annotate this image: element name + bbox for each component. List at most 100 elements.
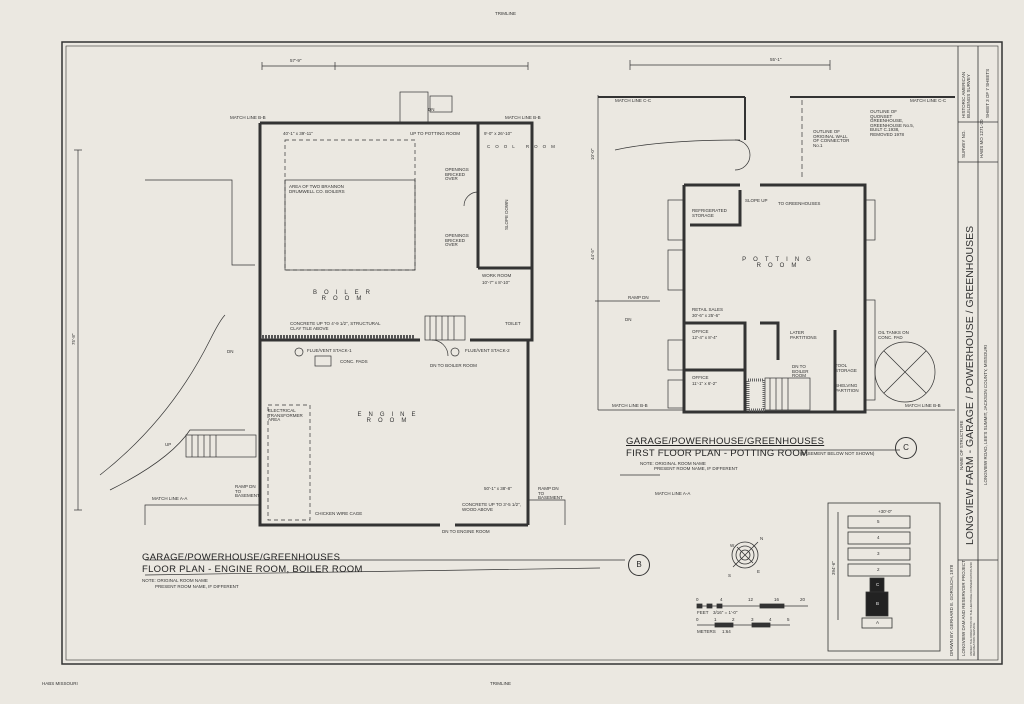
plan-b-note: PRESENT ROOM NAME, IF DIFFERENT xyxy=(155,584,239,589)
label: MATCH LINE C-C xyxy=(910,98,947,103)
label: OPENINGS BRICKED OVER xyxy=(445,167,469,181)
label: UP TO POTTING ROOM xyxy=(410,131,461,136)
compass-s: S xyxy=(728,573,732,578)
sheet-border xyxy=(61,41,1003,665)
label: 12'-4" x 8'-4" xyxy=(692,335,718,340)
label: OFFICE xyxy=(692,375,709,380)
label: 50'-1" x 38'-8" xyxy=(484,486,512,491)
label: CONC. PADS xyxy=(340,359,368,364)
plan-c-note: NOTE: ORIGINAL ROOM NAME xyxy=(640,461,706,466)
key-plan-item: 3 xyxy=(877,551,880,556)
north-arrow-icon xyxy=(731,541,759,569)
label: TO GREENHOUSES xyxy=(778,201,821,206)
label: DN TO ENGINE ROOM xyxy=(442,529,490,534)
scale-tick: 5 xyxy=(787,617,790,622)
scale-tick: 12 xyxy=(748,597,754,602)
label: CHICKEN WIRE CAGE xyxy=(315,511,363,516)
plan-b-subtitle: FLOOR PLAN - ENGINE ROOM, BOILER ROOM xyxy=(142,564,363,575)
label: 30'-6" x 25'-6" xyxy=(692,313,720,318)
label: OIL TANKS ON CONC. PAD xyxy=(878,330,909,340)
label: MATCH LINE B-B xyxy=(230,115,266,120)
plan-b-thin-lines xyxy=(74,62,625,576)
plan-c-subtitle: FIRST FLOOR PLAN - POTTING ROOM xyxy=(626,448,809,459)
graphic-scale-bar xyxy=(696,603,808,628)
title-block-project: LONGVIEW DAM AND RESERVOIR PROJECT xyxy=(961,560,966,656)
label: MATCH LINE C-C xyxy=(615,98,652,103)
label: OFFICE xyxy=(692,329,709,334)
label: TOILET xyxy=(505,321,521,326)
title-block-survey-no: HABS MO 1271-20 xyxy=(979,119,984,158)
sheet-border-inner xyxy=(65,45,999,661)
label: 10'-7" x 8'-10" xyxy=(482,280,510,285)
scale-tick: 16 xyxy=(774,597,780,602)
scale-tick: 0 xyxy=(696,597,699,602)
label: ELECTRICAL TRANSFORMER AREA xyxy=(268,408,303,422)
scale-tick: 1 xyxy=(714,617,717,622)
key-plan-item: C xyxy=(876,582,880,587)
plan-c-dim-width: 55'-1" xyxy=(770,57,782,62)
plan-c-title: GARAGE/POWERHOUSE/GREENHOUSES xyxy=(626,436,825,447)
key-plan-item: 2 xyxy=(877,567,880,572)
label: OUTLINE OF ORIGINAL WALL OF CONNECTOR No… xyxy=(813,129,850,148)
scale-feet-label: FEET xyxy=(697,610,709,615)
label: RAMP DN TO BASEMENT xyxy=(235,484,260,498)
scale-tick: 2 xyxy=(732,617,735,622)
title-block-frame xyxy=(957,46,998,660)
plan-b-title: GARAGE/POWERHOUSE/GREENHOUSES xyxy=(142,552,341,563)
scale-meters-label: METERS xyxy=(697,629,716,634)
plan-b-marker: B xyxy=(628,554,650,576)
label: CONCRETE UP TO 4'-9 1/2", STRUCTURAL CLA… xyxy=(290,321,381,331)
label: OPENINGS BRICKED OVER xyxy=(445,233,469,247)
label: WORK ROOM xyxy=(482,273,512,278)
scale-tick: 4 xyxy=(720,597,723,602)
title-block-survey-label: SURVEY NO. xyxy=(961,130,966,158)
scale-tick: 20 xyxy=(800,597,806,602)
label: TOOL STORAGE xyxy=(835,363,857,373)
label: RAMP DN xyxy=(628,295,649,300)
plan-b-dim-width: 57'-9" xyxy=(290,58,302,63)
room-label-potting: POTTING ROOM xyxy=(742,257,818,269)
compass-w: W xyxy=(730,543,735,548)
trimline-top: TRIMLINE xyxy=(495,11,517,16)
key-plan-item: 4 xyxy=(877,535,880,540)
trimline-bottom: TRIMLINE xyxy=(490,681,512,686)
label: DN xyxy=(227,349,234,354)
title-block-project-sub: UNDER THE DIRECTION OF THE HERITAGE CONS… xyxy=(969,562,976,656)
label: AREA OF TWO BRANNON DRUMWELL CO. BOILERS xyxy=(289,184,345,194)
label: LATER PARTITIONS xyxy=(790,330,817,340)
label: MATCH LINE B-B xyxy=(505,115,541,120)
scale-tick: 3 xyxy=(751,617,754,622)
plan-b-note: NOTE: ORIGINAL ROOM NAME xyxy=(142,578,208,583)
key-plan-dim-side: 394'-6" xyxy=(831,561,836,575)
corner-note: HABS MISSOURI xyxy=(42,681,78,686)
title-block-location: LONGVIEW ROAD, LEE'S SUMMIT, JACKSON COU… xyxy=(983,344,988,485)
label: FLUE/VENT STACK-1 xyxy=(307,348,352,353)
title-block-main-title: LONGVIEW FARM - GARAGE / POWERHOUSE / GR… xyxy=(964,225,976,545)
label: 9'-0" x 26'-10" xyxy=(484,131,512,136)
key-plan-dim: +30'-0" xyxy=(878,509,893,514)
plan-c-walls xyxy=(682,183,867,414)
label: 11'-1" x 6'-2" xyxy=(692,381,717,386)
label: COOL ROOM xyxy=(487,144,560,149)
label: FLUE/VENT STACK-2 xyxy=(465,348,510,353)
scale-tick: 4 xyxy=(769,617,772,622)
title-block-sheet: SHEET 3 OF 7 SHEETS xyxy=(985,68,990,118)
label: SLOPE UP xyxy=(745,198,768,203)
label: REFRIGERATED STORAGE xyxy=(692,208,727,218)
label: DN xyxy=(625,317,632,322)
label: MATCH LINE B-B xyxy=(905,403,941,408)
plan-b-dim-height: 75'-8" xyxy=(71,333,76,345)
plan-c-dim-height: 44'-5" xyxy=(590,248,595,260)
compass-n: N xyxy=(760,536,764,541)
label: CONCRETE UP TO 3'-5 1/2", WOOD ABOVE xyxy=(462,502,521,512)
scale-tick: 0 xyxy=(696,617,699,622)
compass-e: E xyxy=(757,569,761,574)
key-plan-item: B xyxy=(876,601,880,606)
label: 40'-1" x 39'-11" xyxy=(283,131,313,136)
room-label-boiler: BOILER ROOM xyxy=(312,290,377,302)
scale-meters-ratio: 1:64 xyxy=(722,629,731,634)
label: SLOPE DOWN xyxy=(504,199,509,230)
plan-c-basement-note: (BASEMENT BELOW NOT SHOWN) xyxy=(800,451,875,456)
